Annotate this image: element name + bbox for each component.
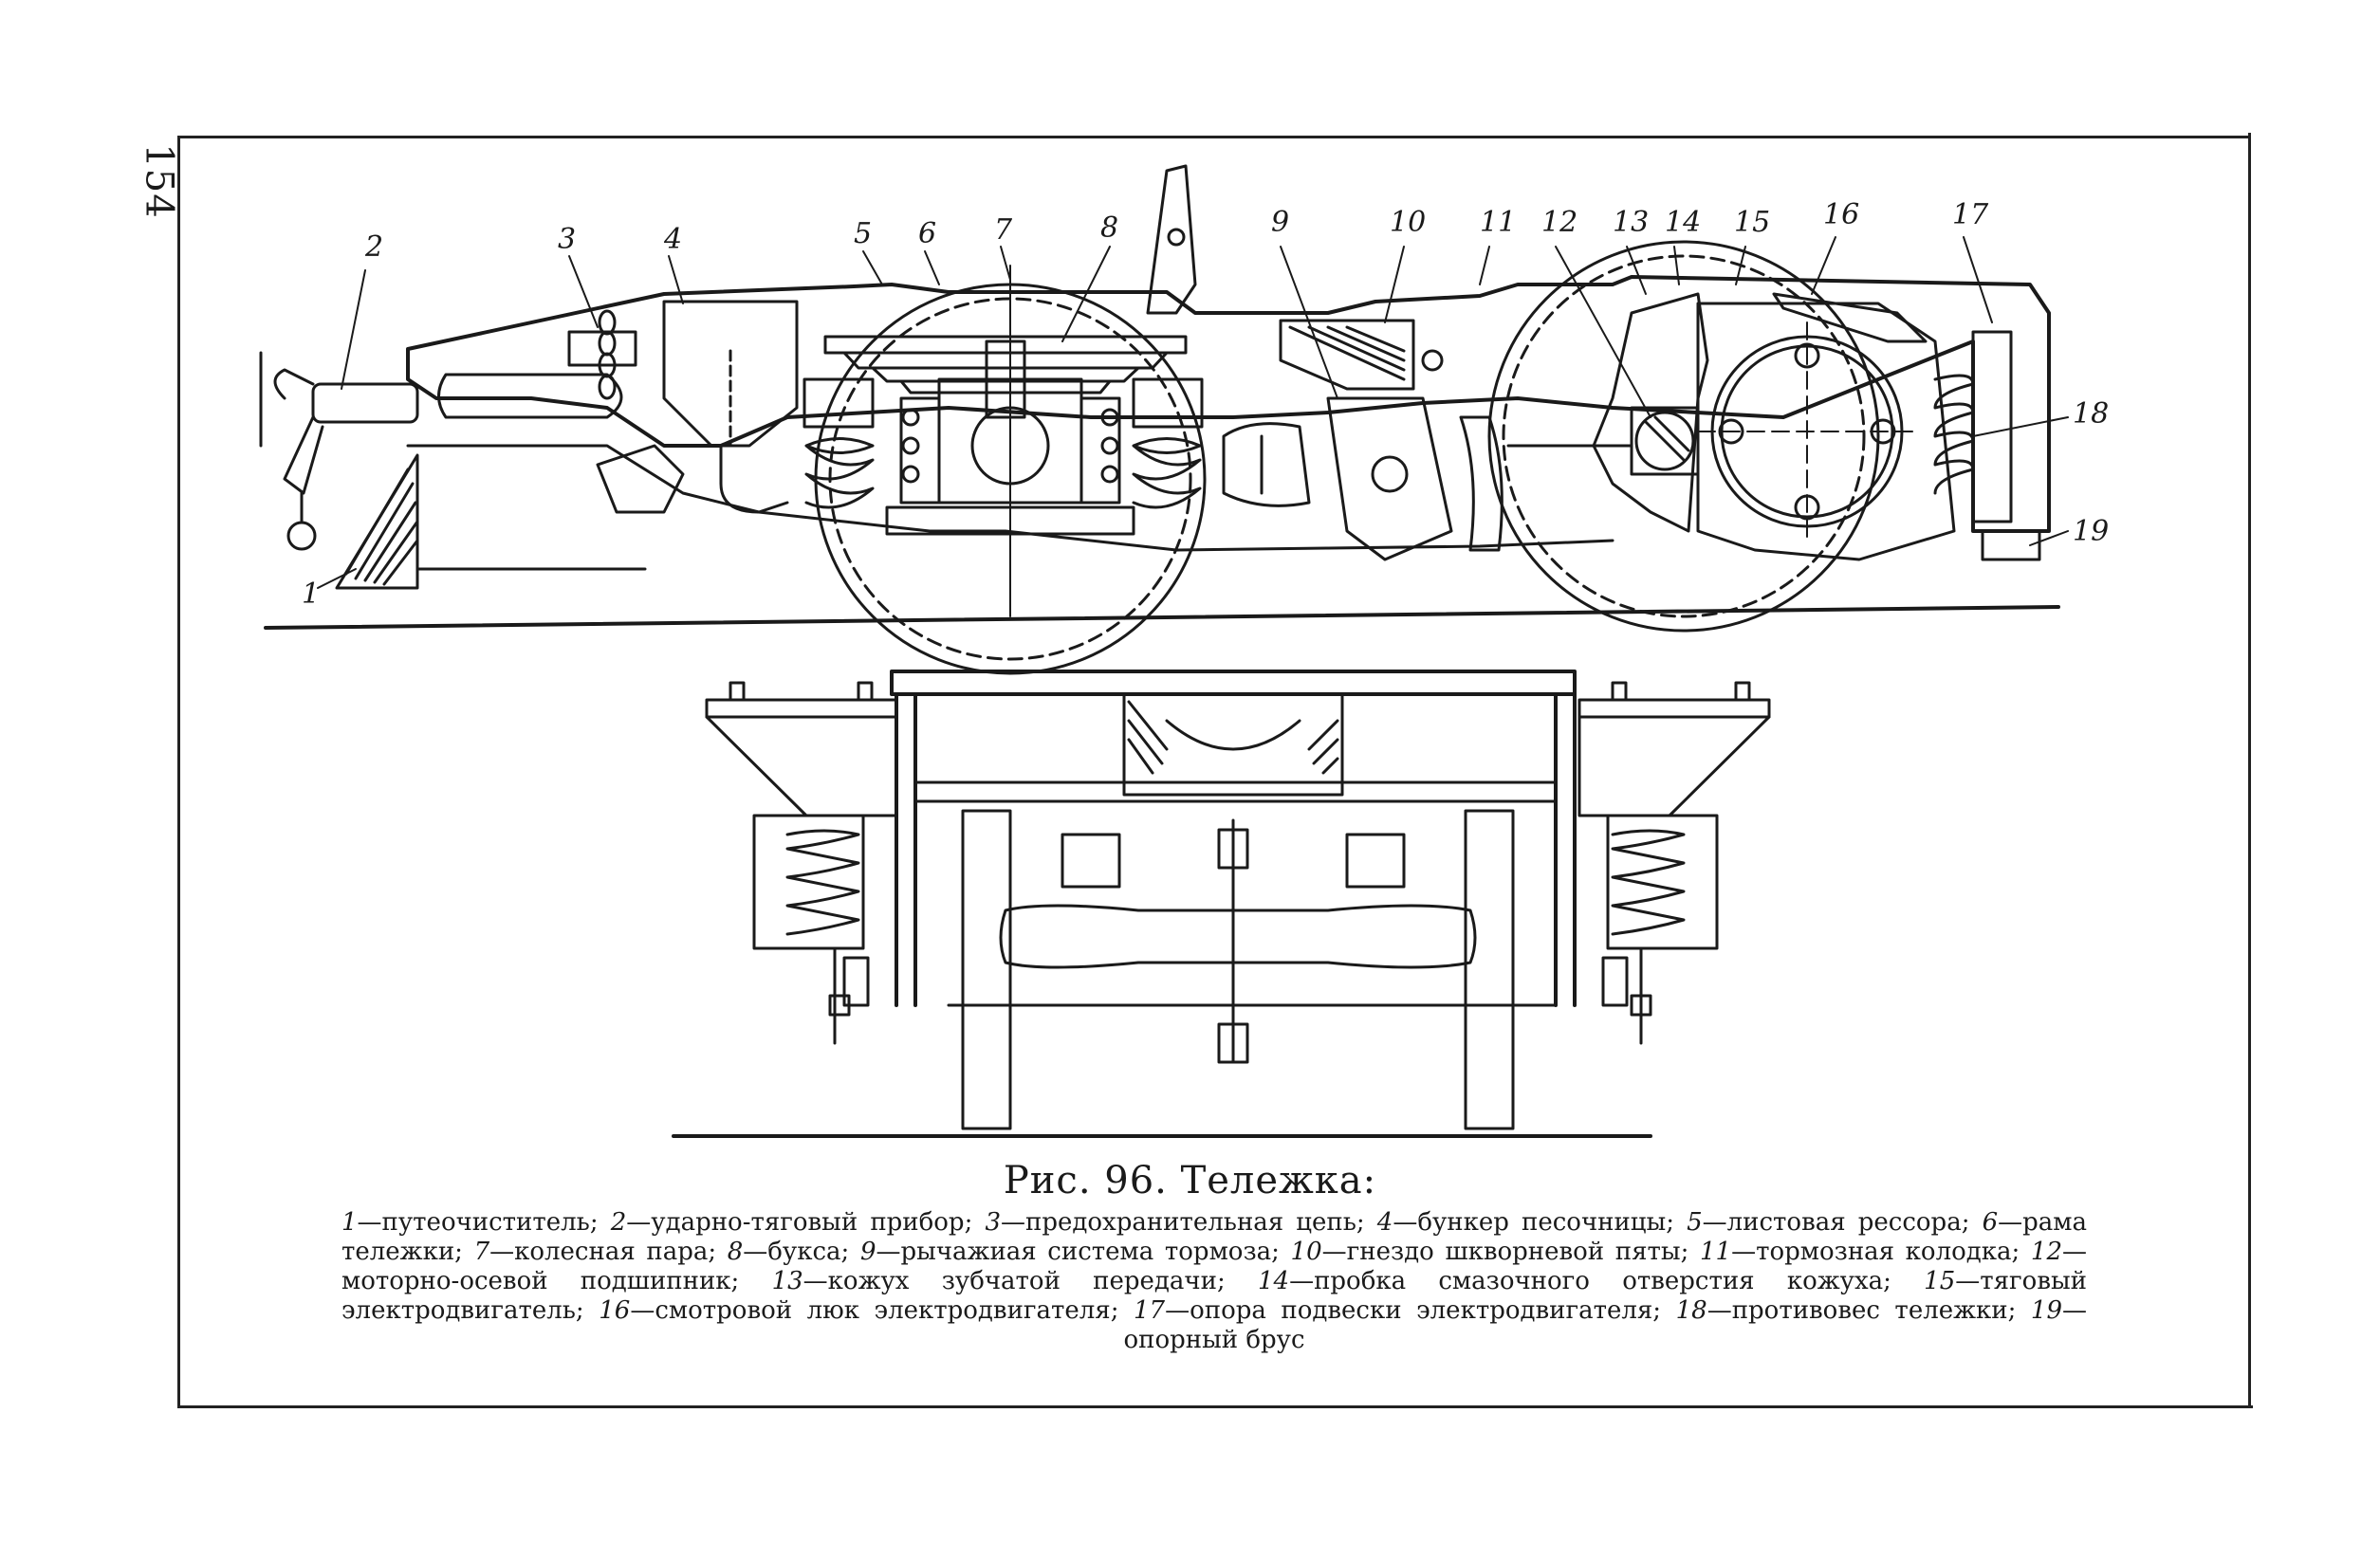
brake-shoe	[1459, 415, 1504, 552]
inspection-hatch	[1772, 292, 1928, 343]
callout-19: 19	[2073, 515, 2109, 548]
legend-text: —опора подвески электродвигателя;	[1165, 1296, 1676, 1325]
legend-number: 9	[859, 1238, 876, 1266]
callout-8: 8	[1100, 211, 1118, 245]
callout-3: 3	[558, 223, 576, 256]
legend-number: 10	[1290, 1238, 1322, 1266]
callout-15: 15	[1734, 206, 1770, 239]
legend-number: 7	[473, 1238, 490, 1266]
legend-number: 16	[599, 1296, 631, 1325]
callout-16: 16	[1823, 198, 1859, 231]
legend-text: —противовес тележки;	[1707, 1296, 2031, 1325]
frame-bottom-rule	[180, 1405, 2253, 1408]
wheel-right	[1487, 240, 1880, 633]
legend-number: 2	[610, 1208, 627, 1237]
frame-left-rule	[177, 136, 180, 1408]
legend-number: 15	[1924, 1267, 1956, 1295]
callout-6: 6	[918, 217, 936, 250]
legend-number: 5	[1687, 1208, 1703, 1237]
callout-9: 9	[1271, 206, 1289, 239]
legend-number: 6	[1982, 1208, 1999, 1237]
legend-number: 8	[727, 1238, 744, 1266]
pivot-socket	[1279, 319, 1444, 391]
legend-number: 11	[1699, 1238, 1732, 1266]
leaf-spring	[823, 335, 1188, 419]
legend-text: —колесная пара;	[489, 1238, 728, 1266]
deck-bolts	[729, 681, 1751, 1017]
axle-springs	[803, 377, 1204, 509]
motor-suspension	[1933, 330, 2041, 561]
legend-number: 4	[1376, 1208, 1393, 1237]
callout-14: 14	[1665, 206, 1701, 239]
sand-hopper	[662, 300, 799, 514]
top-deck	[890, 670, 1577, 696]
callout-labels: 1 2 3 4 5 6 7 8 9 10 11 12 13 14 15 16 1…	[302, 198, 2109, 611]
legend-text: —букса;	[743, 1238, 860, 1266]
callout-5: 5	[854, 217, 872, 250]
end-view	[672, 670, 1771, 1138]
legend-text: —путеочиститель;	[357, 1208, 611, 1237]
figure-legend: 1—путеочиститель; 2—ударно-тяговый прибо…	[341, 1208, 2087, 1355]
callout-2: 2	[364, 230, 383, 264]
callout-18: 18	[2073, 397, 2109, 431]
rail-line	[264, 605, 2060, 630]
callout-10: 10	[1390, 206, 1426, 239]
mast-bracket	[1146, 164, 1197, 315]
callout-11: 11	[1480, 206, 1516, 239]
legend-text: —моторно-осевой подшипник;	[341, 1238, 2088, 1295]
legend-text: —смотровой люк электродвигателя;	[630, 1296, 1135, 1325]
legend-text: —тормозная колодка;	[1731, 1238, 2031, 1266]
legend-text: —рама тележки;	[341, 1208, 2088, 1266]
legend-number: 19	[2030, 1296, 2062, 1325]
legend-text: —рычажиая система тормоза;	[876, 1238, 1291, 1266]
callout-17: 17	[1952, 198, 1989, 231]
callout-1: 1	[302, 578, 320, 611]
wheel-left	[814, 265, 1207, 675]
legend-number: 13	[771, 1267, 803, 1295]
legend-number: 1	[341, 1208, 358, 1237]
end-spring-left	[752, 814, 870, 1045]
frame-cutout	[596, 444, 685, 514]
legend-text: —бункер песочницы;	[1393, 1208, 1688, 1237]
figure-caption: Рис. 96. Тележка:	[1003, 1159, 1377, 1202]
legend-number: 3	[985, 1208, 1002, 1237]
callout-4: 4	[663, 223, 682, 256]
legend-text: —листовая рессора;	[1702, 1208, 1983, 1237]
callout-12: 12	[1541, 206, 1577, 239]
legend-text: —кожух зубчатой передачи;	[803, 1267, 1258, 1295]
legend-text: —гнездо шкворневой пяты;	[1321, 1238, 1700, 1266]
legend-number: 17	[1134, 1296, 1166, 1325]
legend-number: 12	[2030, 1238, 2063, 1266]
end-axle	[961, 809, 1515, 1130]
callout-13: 13	[1613, 206, 1649, 239]
side-view	[259, 164, 2069, 675]
safety-chain	[567, 309, 637, 400]
pivot-socket-section	[1122, 692, 1344, 797]
frame-right-rule	[2248, 133, 2251, 1408]
legend-number: 18	[1675, 1296, 1707, 1325]
callout-7: 7	[994, 213, 1013, 247]
brake-linkage	[1222, 396, 1453, 561]
leader-lines	[317, 236, 2069, 589]
legend-number: 14	[1257, 1267, 1290, 1295]
frame-top-rule	[180, 136, 2248, 138]
legend-text: —опорный брус	[1123, 1296, 2087, 1354]
coupler	[259, 351, 419, 551]
legend-text: —предохранительная цепь;	[1001, 1208, 1377, 1237]
axle-box	[885, 377, 1135, 536]
end-spring-right	[1601, 814, 1719, 1045]
legend-text: —тяговый электродвигатель;	[341, 1267, 2087, 1325]
gear-case	[1592, 292, 1709, 533]
legend-text: —пробка смазочного отверстия кожуха;	[1289, 1267, 1925, 1295]
traction-motor	[1696, 302, 1956, 561]
legend-text: —ударно-тяговый прибор;	[626, 1208, 986, 1237]
